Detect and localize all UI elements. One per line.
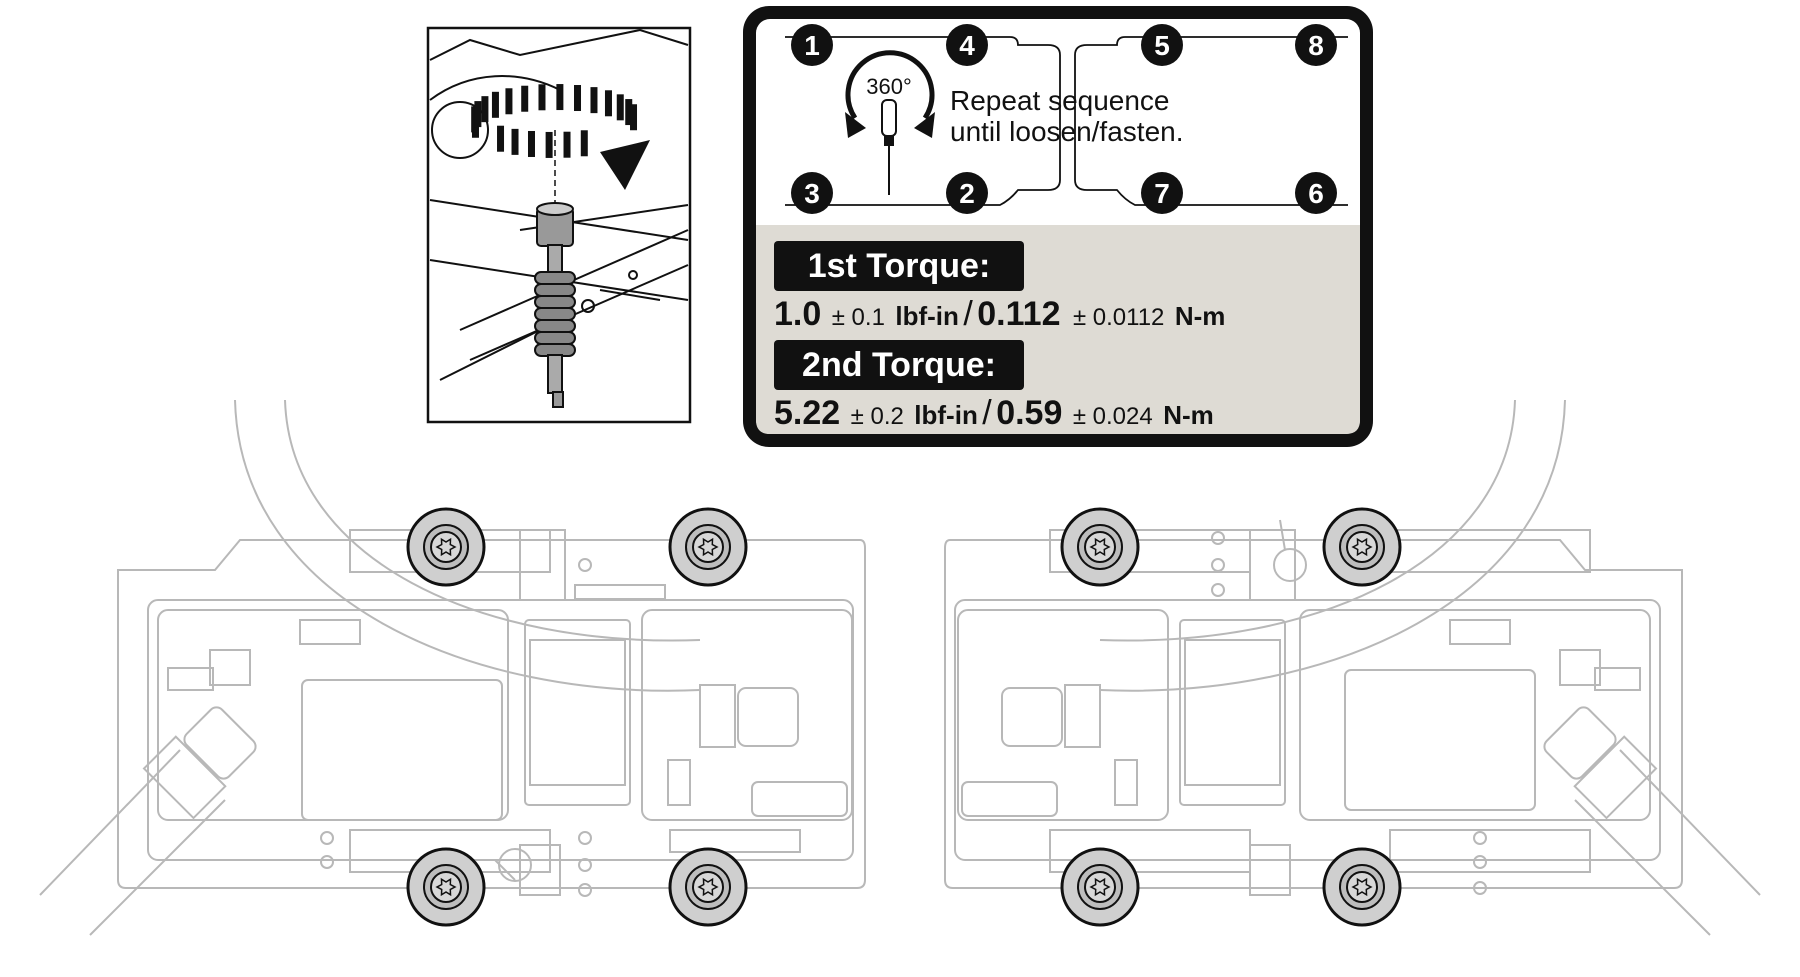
instruction-line-1: Repeat sequence bbox=[950, 85, 1170, 116]
sequence-number-badge: 5 bbox=[1141, 24, 1183, 66]
first-torque-label: 1st Torque: bbox=[808, 247, 991, 285]
first-torque-tolerance: ± 0.1 bbox=[832, 304, 885, 331]
sequence-number-badge: 7 bbox=[1141, 172, 1183, 214]
screws bbox=[406, 507, 1402, 927]
sequence-number: 4 bbox=[959, 30, 975, 61]
second-torque-label-bg bbox=[774, 340, 1024, 390]
sequence-number-badge: 1 bbox=[791, 24, 833, 66]
torque-info-panel: 360° Repeat sequence until loosen/fasten… bbox=[743, 6, 1373, 447]
instruction-line-2: until loosen/fasten. bbox=[950, 116, 1184, 147]
captive-screw-icon bbox=[668, 507, 748, 587]
second-torque-metric-unit: N-m bbox=[1163, 400, 1214, 430]
second-torque-tolerance: ± 0.2 bbox=[851, 403, 904, 430]
sequence-number: 5 bbox=[1154, 30, 1170, 61]
second-torque-separator: / bbox=[982, 394, 992, 432]
sequence-number: 3 bbox=[804, 178, 820, 209]
captive-screw-icon bbox=[668, 847, 748, 927]
right-cold-plate bbox=[944, 399, 1761, 936]
second-torque-unit: lbf-in bbox=[914, 400, 978, 430]
sequence-number-badge: 3 bbox=[791, 172, 833, 214]
sequence-number: 6 bbox=[1308, 178, 1324, 209]
sequence-number: 7 bbox=[1154, 178, 1170, 209]
second-torque-metric-value: 0.59 bbox=[996, 394, 1062, 432]
sequence-number-badge: 8 bbox=[1295, 24, 1337, 66]
sequence-number: 1 bbox=[804, 30, 820, 61]
sequence-number-badge: 2 bbox=[946, 172, 988, 214]
rotation-label: 360° bbox=[866, 74, 912, 99]
captive-screw-icon bbox=[1060, 507, 1140, 587]
sequence-numbers: 1 4 5 8 3 2 7 6 bbox=[791, 24, 1337, 214]
second-torque-label: 2nd Torque: bbox=[802, 346, 996, 384]
captive-screw-icon bbox=[1322, 507, 1402, 587]
first-torque-main-value: 1.0 bbox=[774, 295, 821, 333]
captive-screw-icon bbox=[406, 847, 486, 927]
second-torque-values: 5.22 ± 0.2 lbf-in / 0.59 ± 0.024 N-m bbox=[774, 394, 1214, 432]
captive-screw-icon bbox=[1060, 847, 1140, 927]
rotate-screwdriver-icon: 360° bbox=[845, 50, 935, 195]
first-torque-values: 1.0 ± 0.1 lbf-in / 0.112 ± 0.0112 N-m bbox=[774, 295, 1225, 333]
first-torque-unit: lbf-in bbox=[895, 301, 959, 331]
sequence-number-badge: 6 bbox=[1295, 172, 1337, 214]
second-torque-metric-tolerance: ± 0.024 bbox=[1073, 403, 1153, 430]
screw-detail-inset bbox=[426, 26, 692, 424]
sequence-number: 8 bbox=[1308, 30, 1324, 61]
first-torque-metric-value: 0.112 bbox=[977, 295, 1060, 333]
captive-screw-icon bbox=[1322, 847, 1402, 927]
first-torque-metric-tolerance: ± 0.0112 bbox=[1073, 304, 1164, 331]
first-torque-separator: / bbox=[963, 295, 973, 333]
first-torque-metric-unit: N-m bbox=[1175, 301, 1226, 331]
rotation-arrow-icon bbox=[471, 84, 638, 158]
first-torque-label-bg bbox=[774, 241, 1024, 291]
captive-screw-icon bbox=[534, 202, 576, 408]
sequence-number-badge: 4 bbox=[946, 24, 988, 66]
captive-screw-icon bbox=[406, 507, 486, 587]
sequence-lines bbox=[785, 36, 1348, 206]
second-torque-main-value: 5.22 bbox=[774, 394, 840, 432]
sequence-number: 2 bbox=[959, 178, 975, 209]
